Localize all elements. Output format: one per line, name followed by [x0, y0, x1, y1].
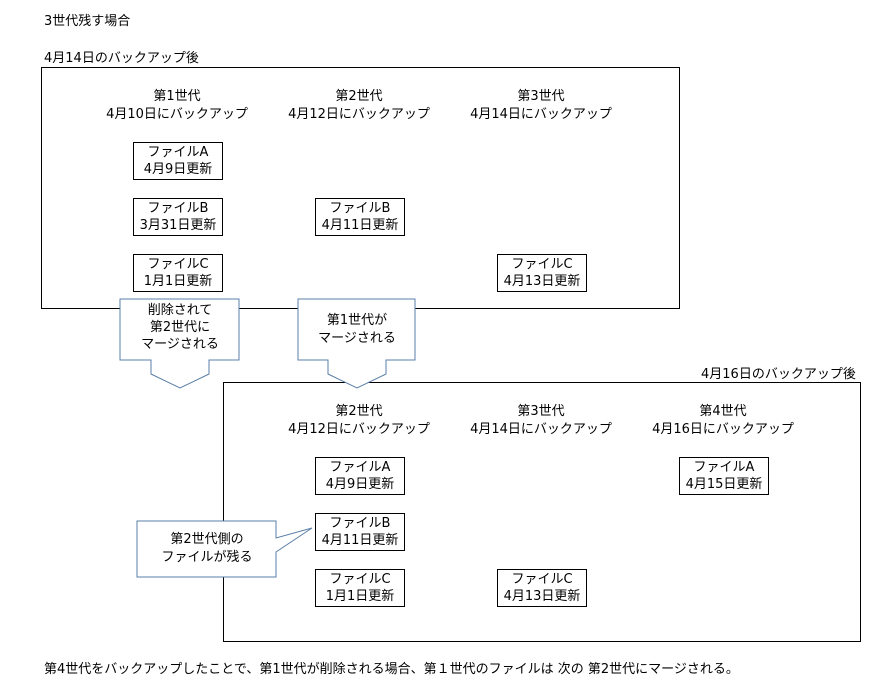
panel2-label: 4月16日のバックアップ後	[701, 367, 856, 382]
footer-note: 第4世代をバックアップしたことで、第1世代が削除される場合、第１世代のファイルは…	[44, 662, 739, 677]
file-updated: 1月1日更新	[143, 274, 213, 289]
generation-name: 第3世代	[517, 404, 565, 419]
file-updated: 4月13日更新	[503, 589, 581, 604]
file-box: ファイルB 4月11日更新	[315, 198, 405, 236]
file-box: ファイルA 4月15日更新	[679, 457, 769, 495]
generation-date: 4月10日にバックアップ	[106, 107, 248, 122]
file-name: ファイルC	[147, 257, 209, 272]
file-updated: 4月13日更新	[503, 274, 581, 289]
generation-header: 第1世代 4月10日にバックアップ	[97, 88, 257, 124]
file-updated: 4月11日更新	[321, 218, 399, 233]
callout-line: ファイルが残る	[161, 550, 253, 565]
file-name: ファイルB	[329, 201, 391, 216]
file-name: ファイルC	[329, 572, 391, 587]
generation-date: 4月12日にバックアップ	[288, 422, 430, 437]
callout-line: 削除されて	[147, 303, 213, 318]
callout-gen1-merged: 第1世代が マージされる	[298, 312, 416, 348]
file-name: ファイルC	[511, 572, 573, 587]
file-box: ファイルA 4月9日更新	[133, 142, 223, 180]
generation-date: 4月16日にバックアップ	[652, 422, 794, 437]
generation-header: 第3世代 4月14日にバックアップ	[461, 88, 621, 124]
file-name: ファイルC	[511, 257, 573, 272]
generation-date: 4月14日にバックアップ	[470, 422, 612, 437]
generation-date: 4月14日にバックアップ	[470, 107, 612, 122]
file-name: ファイルA	[329, 460, 391, 475]
file-box: ファイルB 4月11日更新	[315, 513, 405, 551]
file-box: ファイルC 1月1日更新	[315, 569, 405, 607]
file-name: ファイルB	[329, 516, 391, 531]
callout-deleted-merged: 削除されて 第2世代に マージされる	[120, 302, 240, 353]
panel1-label: 4月14日のバックアップ後	[44, 51, 199, 66]
file-box: ファイルA 4月9日更新	[315, 457, 405, 495]
file-name: ファイルA	[147, 145, 209, 160]
generation-name: 第2世代	[335, 404, 383, 419]
generation-name: 第1世代	[153, 89, 201, 104]
file-updated: 3月31日更新	[139, 218, 217, 233]
generation-header: 第4世代 4月16日にバックアップ	[643, 403, 803, 439]
file-updated: 4月9日更新	[325, 477, 395, 492]
speech-callout-shape	[136, 520, 313, 578]
callout-line: マージされる	[141, 337, 219, 352]
generation-name: 第3世代	[517, 89, 565, 104]
generation-name: 第2世代	[335, 89, 383, 104]
callout-line: 第2世代に	[149, 320, 211, 335]
generation-name: 第4世代	[699, 404, 747, 419]
file-box: ファイルB 3月31日更新	[133, 198, 223, 236]
file-updated: 1月1日更新	[325, 589, 395, 604]
generation-header: 第2世代 4月12日にバックアップ	[279, 403, 439, 439]
down-arrow-callout-shape	[119, 298, 240, 389]
file-name: ファイルA	[693, 460, 755, 475]
file-box: ファイルC 4月13日更新	[497, 569, 587, 607]
callout-gen2-remains: 第2世代側の ファイルが残る	[137, 531, 277, 567]
down-arrow-callout-shape	[297, 298, 416, 389]
generation-header: 第3世代 4月14日にバックアップ	[461, 403, 621, 439]
callout-line: 第2世代側の	[170, 532, 244, 547]
file-updated: 4月11日更新	[321, 533, 399, 548]
file-updated: 4月15日更新	[685, 477, 763, 492]
generation-header: 第2世代 4月12日にバックアップ	[279, 88, 439, 124]
file-box: ファイルC 4月13日更新	[497, 254, 587, 292]
file-updated: 4月9日更新	[143, 162, 213, 177]
generation-date: 4月12日にバックアップ	[288, 107, 430, 122]
callout-line: 第1世代が	[326, 313, 388, 328]
file-box: ファイルC 1月1日更新	[133, 254, 223, 292]
file-name: ファイルB	[147, 201, 209, 216]
page-title: 3世代残す場合	[44, 14, 131, 29]
callout-line: マージされる	[318, 331, 396, 346]
